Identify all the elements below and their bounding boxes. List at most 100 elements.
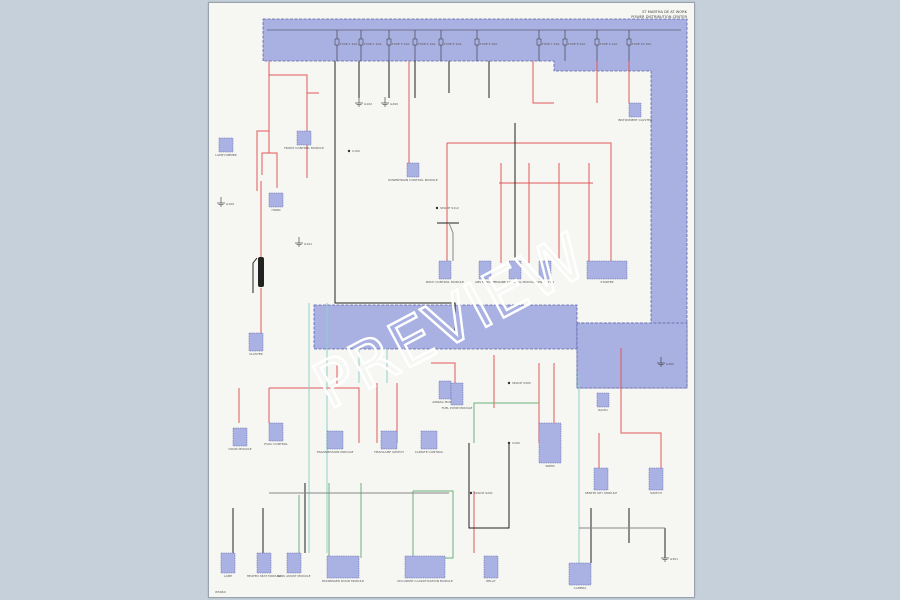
component-label: FRONT CONTROL MODULE bbox=[284, 146, 324, 150]
component-label: HEADLAMP SWITCH bbox=[374, 450, 403, 454]
component-10: LAMP DIMMER bbox=[215, 137, 237, 157]
component-label: RELAY bbox=[486, 579, 496, 583]
fuse-label: FUSE 7 10A bbox=[542, 42, 560, 46]
component-28: RELAY bbox=[483, 555, 499, 583]
ground-label: G300 bbox=[666, 362, 674, 366]
component-label: SENTRY KEY MODULE bbox=[585, 491, 617, 495]
ground-symbol: G101 bbox=[295, 237, 312, 247]
splice-label: SPLICE S112 bbox=[440, 206, 459, 210]
component-13: CLUSTER bbox=[248, 332, 264, 356]
schematic-sheet: ST MARTHA DE AT WORK POWER DISTRIBUTION … bbox=[208, 2, 695, 598]
fuse-label: FUSE 8 10A bbox=[568, 42, 586, 46]
component-11: HORN bbox=[268, 192, 284, 212]
resistor-element bbox=[258, 257, 264, 287]
fuse-label: FUSE 4 10A bbox=[418, 42, 436, 46]
fuse-1: FUSE 1 10A bbox=[334, 30, 358, 61]
component-label: HVAC CONTROL bbox=[264, 442, 288, 446]
component-24: HEATED SEAT MODULE bbox=[247, 552, 281, 578]
fuse-6: FUSE 6 30A bbox=[474, 30, 498, 61]
component-21: SENTRY KEY MODULE bbox=[585, 467, 617, 495]
component-label: SIREN bbox=[545, 464, 554, 468]
component-label: CAMERA bbox=[574, 586, 588, 590]
page-code: W5960 bbox=[215, 590, 226, 594]
component-25: PARK ASSIST MODULE bbox=[277, 552, 311, 578]
component-label: FUEL PUMP MODULE bbox=[442, 406, 473, 410]
component-6: ABS MODULE bbox=[475, 260, 495, 284]
component-26: PASSENGER DOOR MODULE bbox=[322, 555, 364, 583]
component-label: LAMP DIMMER bbox=[215, 153, 237, 157]
ground-symbol: G301 bbox=[661, 552, 678, 562]
fuse-4: FUSE 4 10A bbox=[412, 30, 436, 61]
fuse-label: FUSE 1 10A bbox=[340, 42, 358, 46]
component-label: GENERATOR bbox=[536, 280, 554, 284]
wiring-diagram: ST MARTHA DE AT WORK POWER DISTRIBUTION … bbox=[215, 10, 688, 594]
component-label: ENGINE CONTROL MODULE bbox=[494, 280, 535, 284]
component-16: TRANSMISSION MODULE bbox=[316, 430, 354, 454]
component-label: TRANSMISSION MODULE bbox=[316, 450, 354, 454]
splice-label: C100 bbox=[352, 149, 360, 153]
component-label: STARTER bbox=[600, 280, 613, 284]
component-19: FUEL PUMP MODULE bbox=[442, 382, 473, 410]
ground-symbol: G200 bbox=[381, 97, 398, 107]
component-8: GENERATOR bbox=[536, 260, 554, 284]
component-2: RADIO bbox=[596, 392, 610, 412]
component-label: POWERTRAIN CONTROL MODULE bbox=[388, 178, 438, 182]
component-20: SIREN bbox=[538, 422, 562, 468]
fuse-row: FUSE 1 10A FUSE 2 10A FUSE 3 10A FUSE 4 10A… bbox=[334, 30, 652, 61]
component-label: PARK ASSIST MODULE bbox=[277, 574, 310, 578]
component-label: LAMP bbox=[224, 574, 232, 578]
component-22: SWITCH bbox=[648, 467, 664, 495]
component-boxes: AIRBAG MODULE RADIO INSTRUMENT CLUSTER POWE… bbox=[215, 102, 664, 590]
component-27: OCCUPANT CLASSIFICATION MODULE bbox=[397, 555, 453, 583]
component-23: LAMP bbox=[220, 552, 236, 578]
component-label: CLIMATE CONTROL bbox=[415, 450, 444, 454]
fuse-label: FUSE 10 10A bbox=[632, 42, 652, 46]
component-label: PASSENGER DOOR MODULE bbox=[322, 579, 364, 583]
component-label: INSTRUMENT CLUSTER bbox=[618, 118, 652, 122]
component-label: RADIO bbox=[598, 408, 608, 412]
component-label: SWITCH bbox=[650, 491, 662, 495]
component-9: STARTER bbox=[586, 260, 628, 284]
fuse-10: FUSE 10 10A bbox=[626, 30, 652, 61]
ground-label: G102 bbox=[364, 102, 372, 106]
component-29: CAMERA bbox=[568, 562, 592, 590]
component-label: CLUSTER bbox=[249, 352, 263, 356]
component-18: CLIMATE CONTROL bbox=[415, 430, 444, 454]
ground-label: G301 bbox=[670, 557, 678, 561]
wiring bbox=[232, 61, 666, 563]
ground-symbol: G100 bbox=[217, 197, 234, 207]
fuse-label: FUSE 9 10A bbox=[600, 42, 618, 46]
diagram-title-line-2: POWER DISTRIBUTION CENTER bbox=[631, 15, 687, 19]
fuse-9: FUSE 9 10A bbox=[594, 30, 618, 61]
fuse-5: FUSE 5 10A bbox=[438, 30, 462, 61]
fuse-label: FUSE 2 10A bbox=[364, 42, 382, 46]
fuse-8: FUSE 8 10A bbox=[562, 30, 586, 61]
component-label: BODY CONTROL MODULE bbox=[426, 280, 464, 284]
component-15: HVAC CONTROL bbox=[264, 422, 288, 446]
component-label: AIRBAG MODULE bbox=[432, 400, 457, 404]
ground-symbol: G300 bbox=[657, 357, 674, 367]
ground-label: G101 bbox=[304, 242, 312, 246]
component-12: FRONT CONTROL MODULE bbox=[284, 130, 324, 150]
component-label: HORN bbox=[272, 208, 281, 212]
fuse-label: FUSE 6 30A bbox=[480, 42, 498, 46]
component-3: INSTRUMENT CLUSTER bbox=[618, 102, 652, 122]
ground-symbol: G102 bbox=[355, 97, 372, 107]
component-label: HEATED SEAT MODULE bbox=[247, 574, 281, 578]
splice-label: C200 bbox=[512, 441, 520, 445]
ground-label: G200 bbox=[390, 102, 398, 106]
fuse-label: FUSE 3 10A bbox=[392, 42, 410, 46]
fuse-2: FUSE 2 10A bbox=[358, 30, 382, 61]
component-5: BODY CONTROL MODULE bbox=[426, 260, 464, 284]
component-17: HEADLAMP SWITCH bbox=[374, 430, 404, 454]
power-distribution-bus bbox=[262, 18, 688, 389]
component-label: DOOR MODULE bbox=[228, 447, 251, 451]
fuse-7: FUSE 7 10A bbox=[536, 30, 560, 61]
component-7: ENGINE CONTROL MODULE bbox=[494, 260, 536, 284]
component-label: OCCUPANT CLASSIFICATION MODULE bbox=[397, 579, 453, 583]
splice-label: SPLICE S201 bbox=[474, 491, 493, 495]
ground-label: G100 bbox=[226, 202, 234, 206]
